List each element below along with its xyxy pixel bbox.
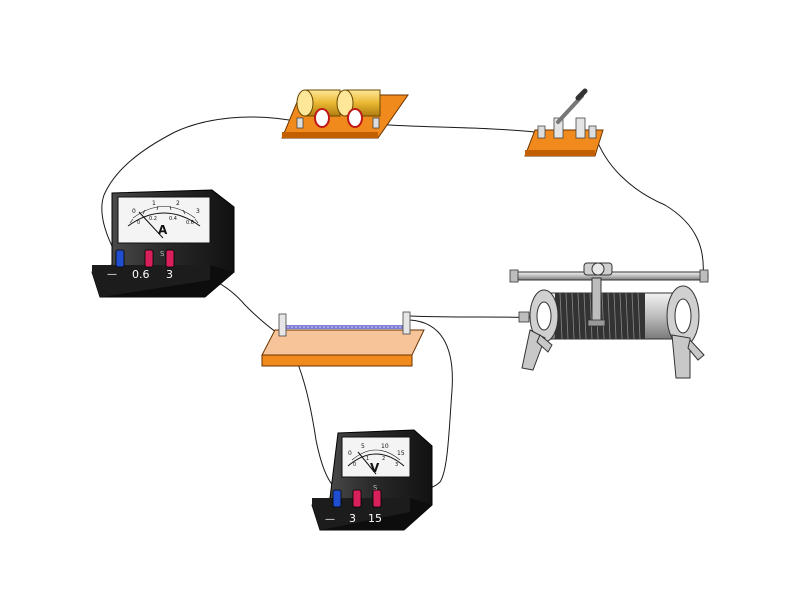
rheostat [509, 262, 709, 379]
rheostat-slider[interactable] [583, 262, 613, 327]
ammeter-scale-top-0: 0 [132, 208, 136, 215]
voltmeter-scale-top-0: 0 [348, 450, 352, 457]
wire-switch-to-rheostat [594, 134, 704, 277]
voltmeter-scale-top-1: 5 [361, 443, 365, 450]
rheostat-leg-right [671, 334, 691, 379]
rheostat-terminal-left[interactable] [518, 311, 530, 323]
battery-cell-left [296, 89, 341, 128]
ammeter-unit-mark: S [160, 250, 165, 258]
battery-cell-right [336, 89, 381, 128]
voltmeter-terminal-15[interactable] [372, 489, 382, 508]
voltmeter-dial-face [341, 436, 411, 478]
voltmeter-scale-bottom-2: 2 [382, 456, 385, 462]
ammeter-scale-top-3: 3 [196, 208, 200, 215]
ammeter-scale-top-1: 1 [152, 200, 156, 207]
ammeter-label-minus: — [107, 269, 117, 280]
battery-holder [281, 89, 409, 139]
voltmeter: 0 5 10 15 0 1 2 3 V S — 3 15 [311, 429, 433, 531]
wire-battery-to-ammeter [101, 116, 301, 263]
wire-ammeter-to-resistor [171, 267, 339, 491]
ammeter-dial-face [117, 196, 211, 244]
voltmeter-terminal-minus[interactable] [332, 489, 342, 508]
voltmeter-unit-mark: S [373, 484, 378, 492]
switch-contact-post [575, 117, 586, 139]
resistance-wire-board [261, 311, 425, 367]
voltmeter-scale-top-2: 10 [381, 443, 389, 450]
ammeter: 0 1 2 3 0 0.2 0.4 0.6 A S — 0.6 3 [91, 189, 235, 298]
switch-terminal-right [588, 125, 597, 139]
knife-switch[interactable] [524, 88, 604, 157]
voltmeter-label-minus: — [325, 514, 335, 525]
voltmeter-scale-bottom-0: 0 [353, 462, 356, 468]
ammeter-scale-bottom-1: 0.2 [149, 216, 157, 222]
ammeter-scale-bottom-2: 0.4 [169, 216, 177, 222]
voltmeter-label-15: 15 [368, 512, 382, 525]
ammeter-letter: A [158, 223, 168, 237]
switch-handle[interactable] [575, 88, 588, 101]
ammeter-label-0-6: 0.6 [132, 268, 150, 281]
ammeter-terminal-0-6[interactable] [144, 249, 154, 268]
ammeter-scale-bottom-3: 0.6 [186, 220, 194, 226]
voltmeter-scale-top-3: 15 [397, 450, 405, 457]
voltmeter-scale-bottom-3: 3 [395, 462, 398, 468]
ammeter-tick-marks [129, 205, 199, 224]
wire-battery-to-switch [376, 123, 546, 134]
voltmeter-terminal-3[interactable] [352, 489, 362, 508]
switch-hinge-post [553, 117, 564, 139]
ammeter-label-3: 3 [166, 268, 173, 281]
voltmeter-needle [357, 451, 377, 475]
voltmeter-scale-bottom-1: 1 [366, 456, 369, 462]
switch-terminal-left [537, 125, 546, 139]
ammeter-scale-top-2: 2 [176, 200, 180, 207]
resistor-post-right[interactable] [402, 311, 411, 335]
ammeter-scale-bottom-0: 0 [137, 220, 140, 226]
ammeter-terminal-3[interactable] [165, 249, 175, 268]
voltmeter-label-3: 3 [349, 512, 356, 525]
ammeter-needle [138, 211, 164, 239]
resistor-post-left[interactable] [278, 313, 287, 337]
ammeter-terminal-minus[interactable] [115, 249, 125, 268]
voltmeter-letter: V [370, 461, 380, 475]
